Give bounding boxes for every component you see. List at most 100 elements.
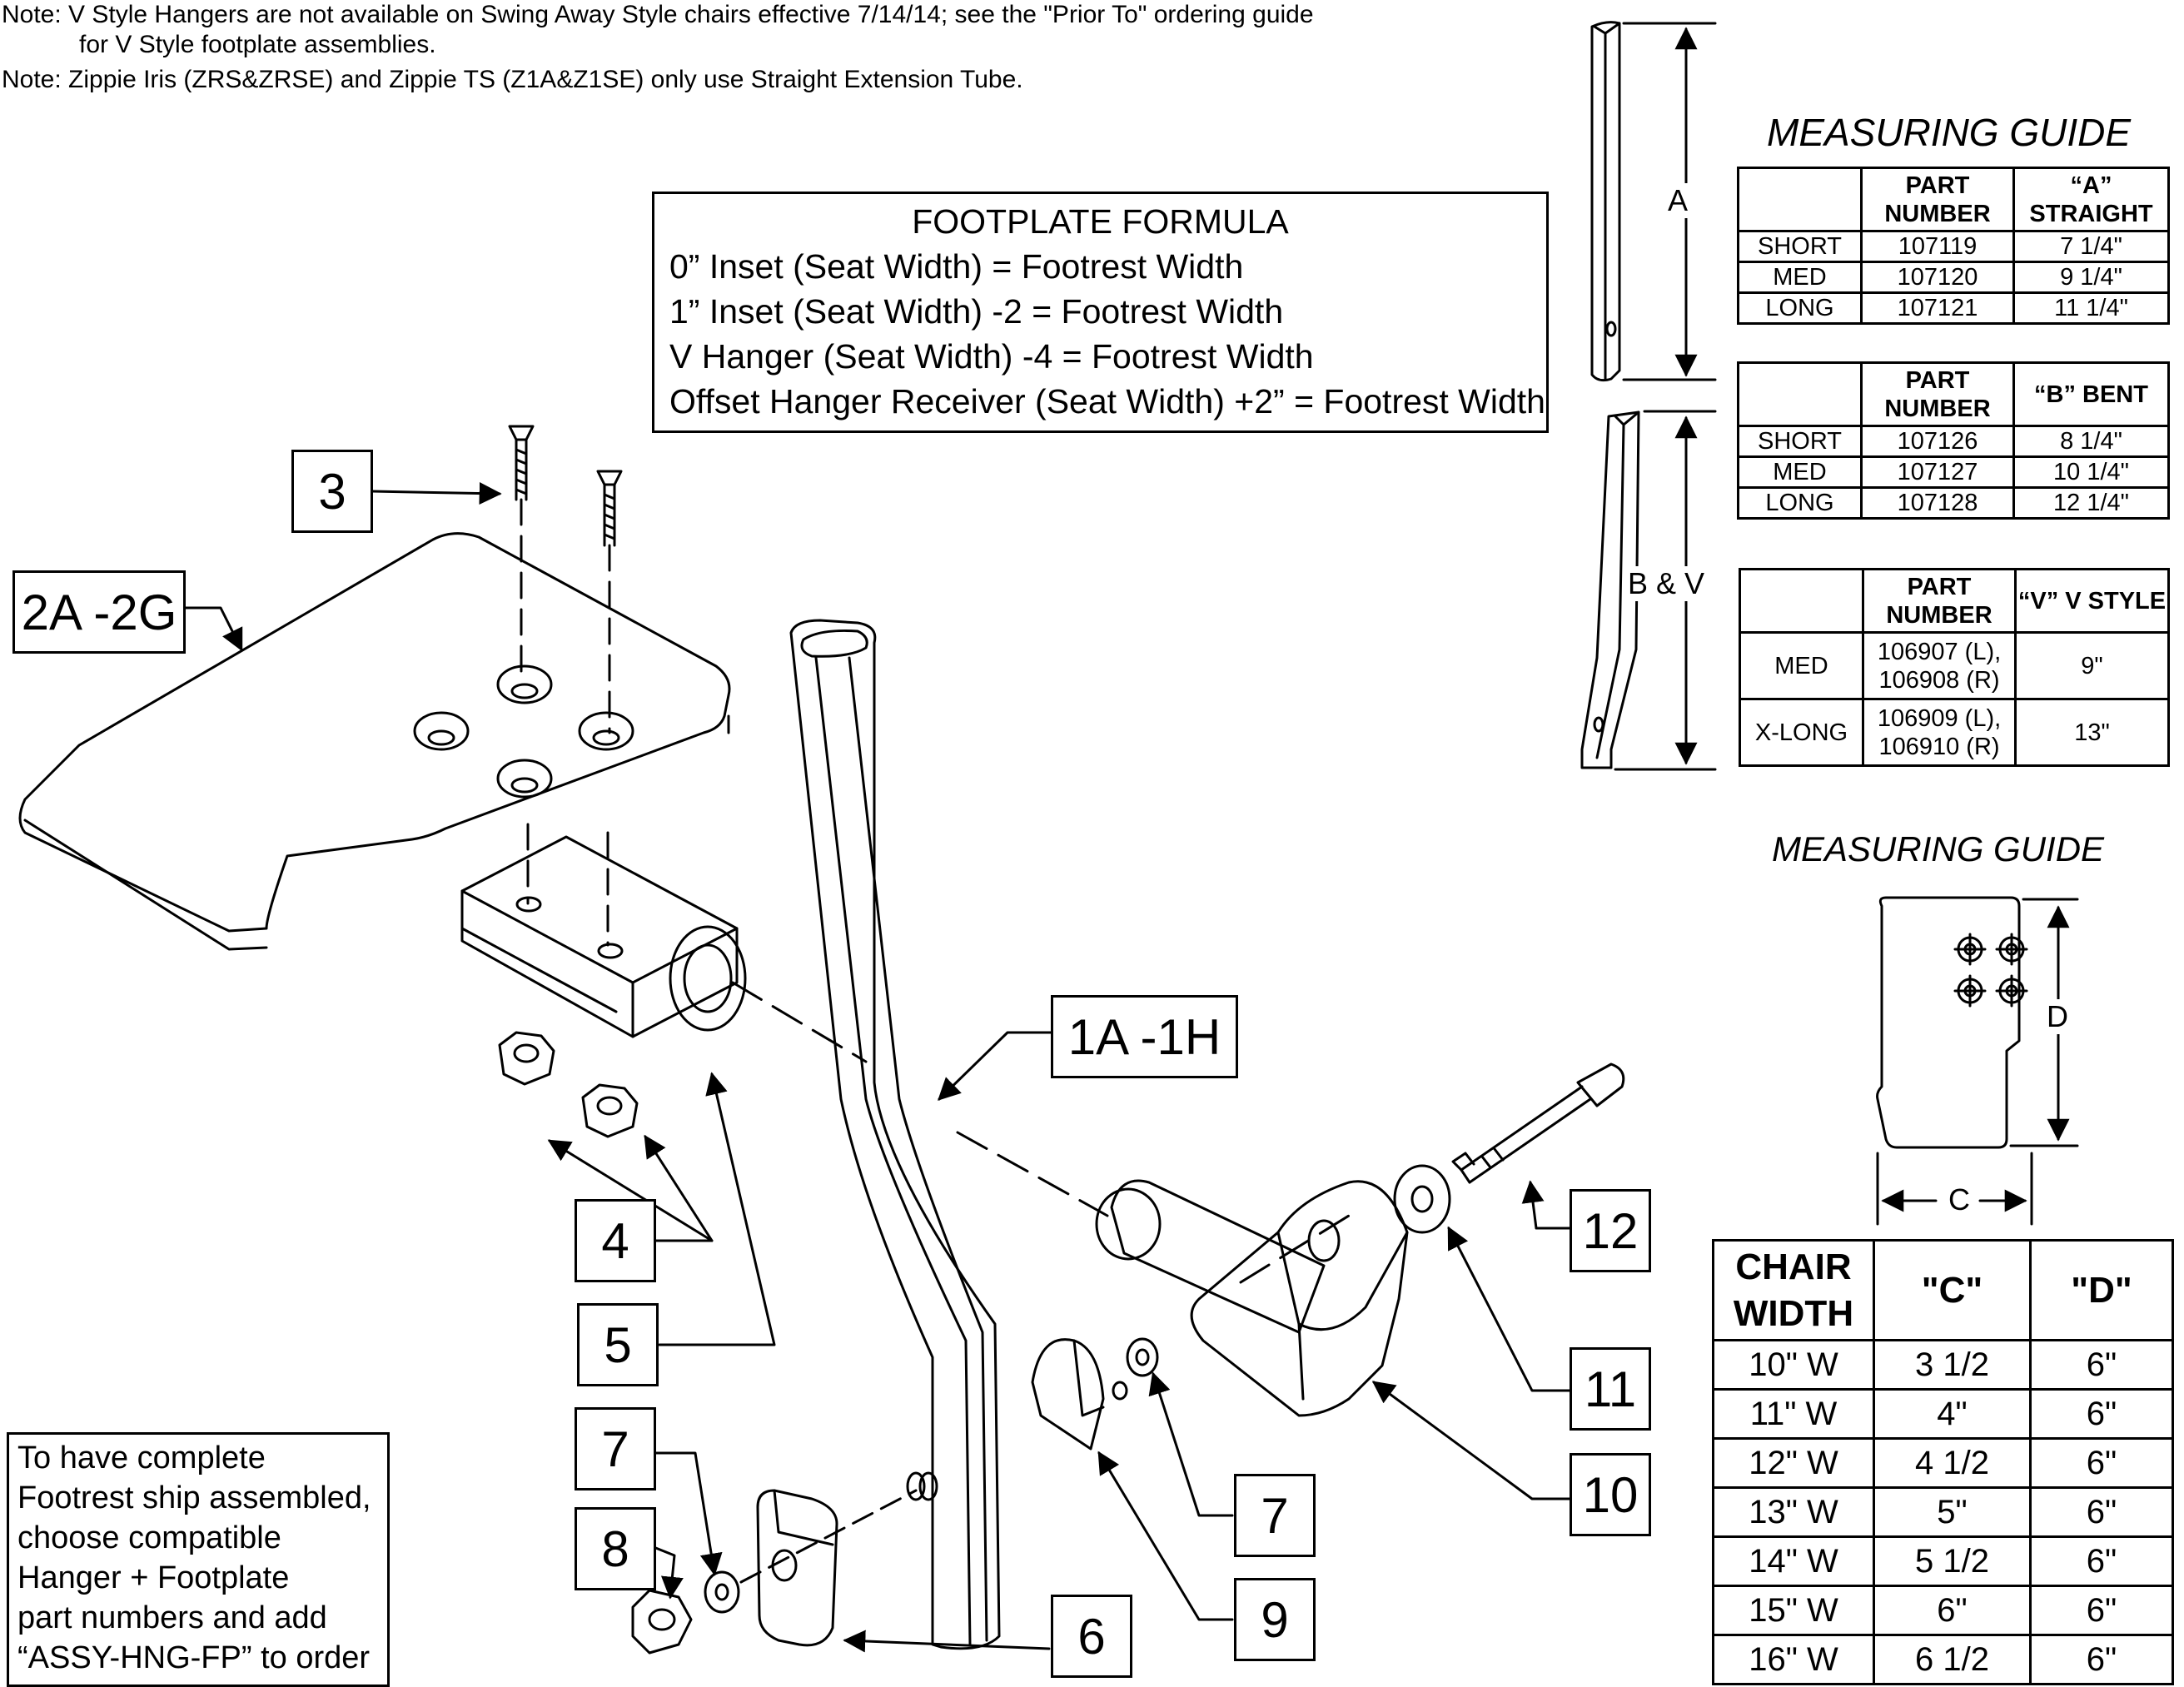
table-cell: 107119	[1860, 230, 2015, 263]
table-cell: 4 1/2	[1873, 1437, 2032, 1489]
table-cell: 6"	[2029, 1339, 2174, 1391]
table-header-part-number: PART NUMBER	[1860, 167, 2015, 232]
dim-label-c: C	[1948, 1182, 1970, 1217]
callout-7-lower: 7	[575, 1407, 656, 1490]
table-header-b-bent: “B” BENT	[2012, 361, 2170, 427]
measuring-guide-title-2: MEASURING GUIDE	[1772, 829, 2105, 868]
callout-8: 8	[575, 1507, 656, 1590]
dim-label-a: A	[1668, 183, 1689, 218]
table-cell: 10 1/4"	[2012, 455, 2170, 489]
table-cell: 106907 (L), 106908 (R)	[1862, 631, 2017, 700]
table-cell: 6 1/2	[1873, 1634, 2032, 1685]
table-cell: 107121	[1860, 291, 2015, 325]
formula-line: 1” Inset (Seat Width) -2 = Footrest Widt…	[669, 292, 1284, 331]
table-cell: 9 1/4"	[2012, 261, 2170, 294]
table-header-c: "C"	[1873, 1239, 2032, 1341]
table-cell: 107128	[1860, 486, 2015, 520]
table-cell: 6"	[2029, 1535, 2174, 1587]
table-cell: 3 1/2	[1873, 1339, 2032, 1391]
callout-2a-2g: 2A -2G	[12, 570, 186, 654]
table-cell: 107127	[1860, 455, 2015, 489]
table-cell: 107120	[1860, 261, 2015, 294]
formula-line: 0” Inset (Seat Width) = Footrest Width	[669, 247, 1244, 286]
formula-line: Offset Hanger Receiver (Seat Width) +2” …	[669, 382, 1545, 421]
callout-9: 9	[1234, 1578, 1316, 1661]
callout-11: 11	[1570, 1347, 1651, 1431]
table-cell: 14" W	[1712, 1535, 1875, 1587]
measuring-guide-title: MEASURING GUIDE	[1767, 111, 2132, 154]
table-cell: MED	[1737, 455, 1863, 489]
table-cell: 5"	[1873, 1486, 2032, 1538]
footplate	[18, 532, 731, 951]
dim-label-bv: B & V	[1628, 566, 1705, 601]
formula-title: FOOTPLATE FORMULA	[912, 202, 1289, 241]
table-cell: 6"	[2029, 1437, 2174, 1489]
table-cell: 9"	[2014, 631, 2170, 700]
table-cell: SHORT	[1737, 425, 1863, 458]
table-header-blank	[1737, 167, 1863, 232]
washer-7-lower	[704, 1570, 740, 1614]
table-header-chair-width: CHAIR WIDTH	[1712, 1239, 1875, 1341]
table-cell: 7 1/4"	[2012, 230, 2170, 263]
assembly-note-line: choose compatible	[17, 1520, 281, 1555]
assembly-note-line: Hanger + Footplate	[17, 1560, 290, 1595]
table-cell: 6"	[2029, 1585, 2174, 1636]
table-cell: X-LONG	[1739, 698, 1864, 767]
table-header-part-number: PART NUMBER	[1862, 568, 2017, 634]
callout-10: 10	[1570, 1453, 1651, 1536]
bolt-12	[1451, 1062, 1625, 1184]
table-cell: SHORT	[1737, 230, 1863, 263]
callout-6: 6	[1051, 1595, 1132, 1678]
assembly-note-box: To have complete Footrest ship assembled…	[7, 1432, 390, 1687]
table-cell: 16" W	[1712, 1634, 1875, 1685]
table-cell: 6"	[2029, 1634, 2174, 1685]
table-header-v-style: “V” V STYLE	[2014, 568, 2170, 634]
table-cell: 12 1/4"	[2012, 486, 2170, 520]
table-cell: LONG	[1737, 486, 1863, 520]
callout-3: 3	[291, 450, 373, 533]
note-line-2: for V Style footplate assemblies.	[79, 31, 436, 58]
table-cell: LONG	[1737, 291, 1863, 325]
note-line-1: Note: V Style Hangers are not available …	[2, 1, 1314, 28]
table-header-part-number: PART NUMBER	[1860, 361, 2015, 427]
table-header-blank	[1737, 361, 1863, 427]
table-cell: 107126	[1860, 425, 2015, 458]
table-cell: MED	[1737, 261, 1863, 294]
table-cell: 15" W	[1712, 1585, 1875, 1636]
screws	[508, 425, 623, 947]
pivot-receiver	[1095, 1179, 1409, 1417]
assembly-note-line: Footrest ship assembled,	[17, 1480, 371, 1515]
washer-7-upper	[1126, 1337, 1159, 1377]
note-line-3: Note: Zippie Iris (ZRS&ZRSE) and Zippie …	[2, 66, 1023, 93]
table-cell: 10" W	[1712, 1339, 1875, 1391]
table-cell: 4"	[1873, 1388, 2032, 1440]
table-cell: 13" W	[1712, 1486, 1875, 1538]
footplate-formula-box: FOOTPLATE FORMULA 0” Inset (Seat Width) …	[652, 192, 1549, 433]
table-cell: 5 1/2	[1873, 1535, 2032, 1587]
table-header-a-straight: “A” STRAIGHT	[2012, 167, 2170, 232]
spacer-9	[1031, 1338, 1128, 1451]
assembly-note-line: part numbers and add	[17, 1600, 327, 1635]
assembly-note-line: “ASSY-HNG-FP” to order	[17, 1640, 371, 1675]
nuts	[498, 1031, 639, 1138]
nut-8	[631, 1589, 693, 1655]
callout-4: 4	[575, 1199, 656, 1282]
callout-5: 5	[577, 1303, 659, 1386]
table-cell: 6"	[1873, 1585, 2032, 1636]
